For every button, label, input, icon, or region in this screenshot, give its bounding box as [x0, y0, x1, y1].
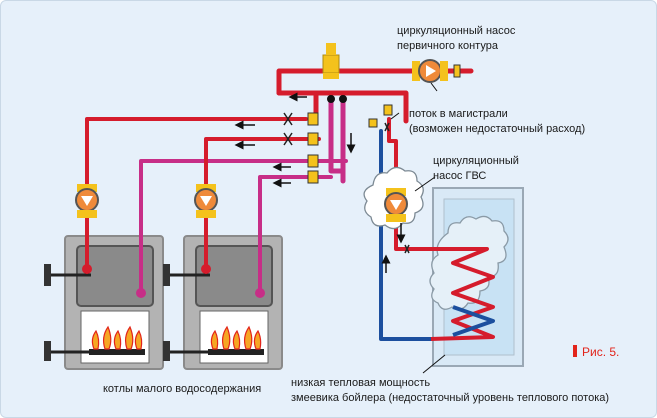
figure-caption: Рис. 5. — [582, 345, 619, 359]
boilers-label: котлы малого водосодержания — [103, 383, 261, 395]
dhw-tank — [429, 187, 524, 367]
three-way-valve-icon — [322, 43, 340, 79]
flow-label-line2: (возможен недостаточный расход) — [409, 123, 585, 135]
dhw-pump-label-line2: насос ГВС — [433, 170, 486, 182]
boiler-2 — [163, 235, 283, 370]
heat-cloud-icon — [429, 215, 509, 310]
coil-icon — [430, 247, 495, 341]
flow-label-line1: поток в магистрали — [409, 108, 508, 120]
primary-loop — [276, 68, 474, 184]
flame-icon — [91, 325, 262, 350]
boiler-1 — [44, 235, 164, 370]
coil-label-line1: низкая тепловая мощность — [291, 377, 430, 389]
boiler-pipes — [85, 117, 348, 295]
circulation-pump-icon — [75, 59, 448, 222]
flow-arrow-icon — [234, 92, 406, 273]
check-valve-icon — [283, 112, 410, 254]
figure-marker — [573, 345, 577, 357]
primary-pump-label-line2: первичного контура — [397, 40, 499, 52]
primary-pump-label-line1: циркуляционный насос — [397, 25, 516, 37]
dhw-pump-label-line1: циркуляционный — [433, 155, 519, 167]
pointer-lines — [390, 82, 446, 374]
coil-label-line2: змеевика бойлера (недостаточный уровень … — [291, 392, 609, 404]
check-valve-icon — [307, 64, 461, 184]
dhw-loop — [379, 117, 433, 341]
